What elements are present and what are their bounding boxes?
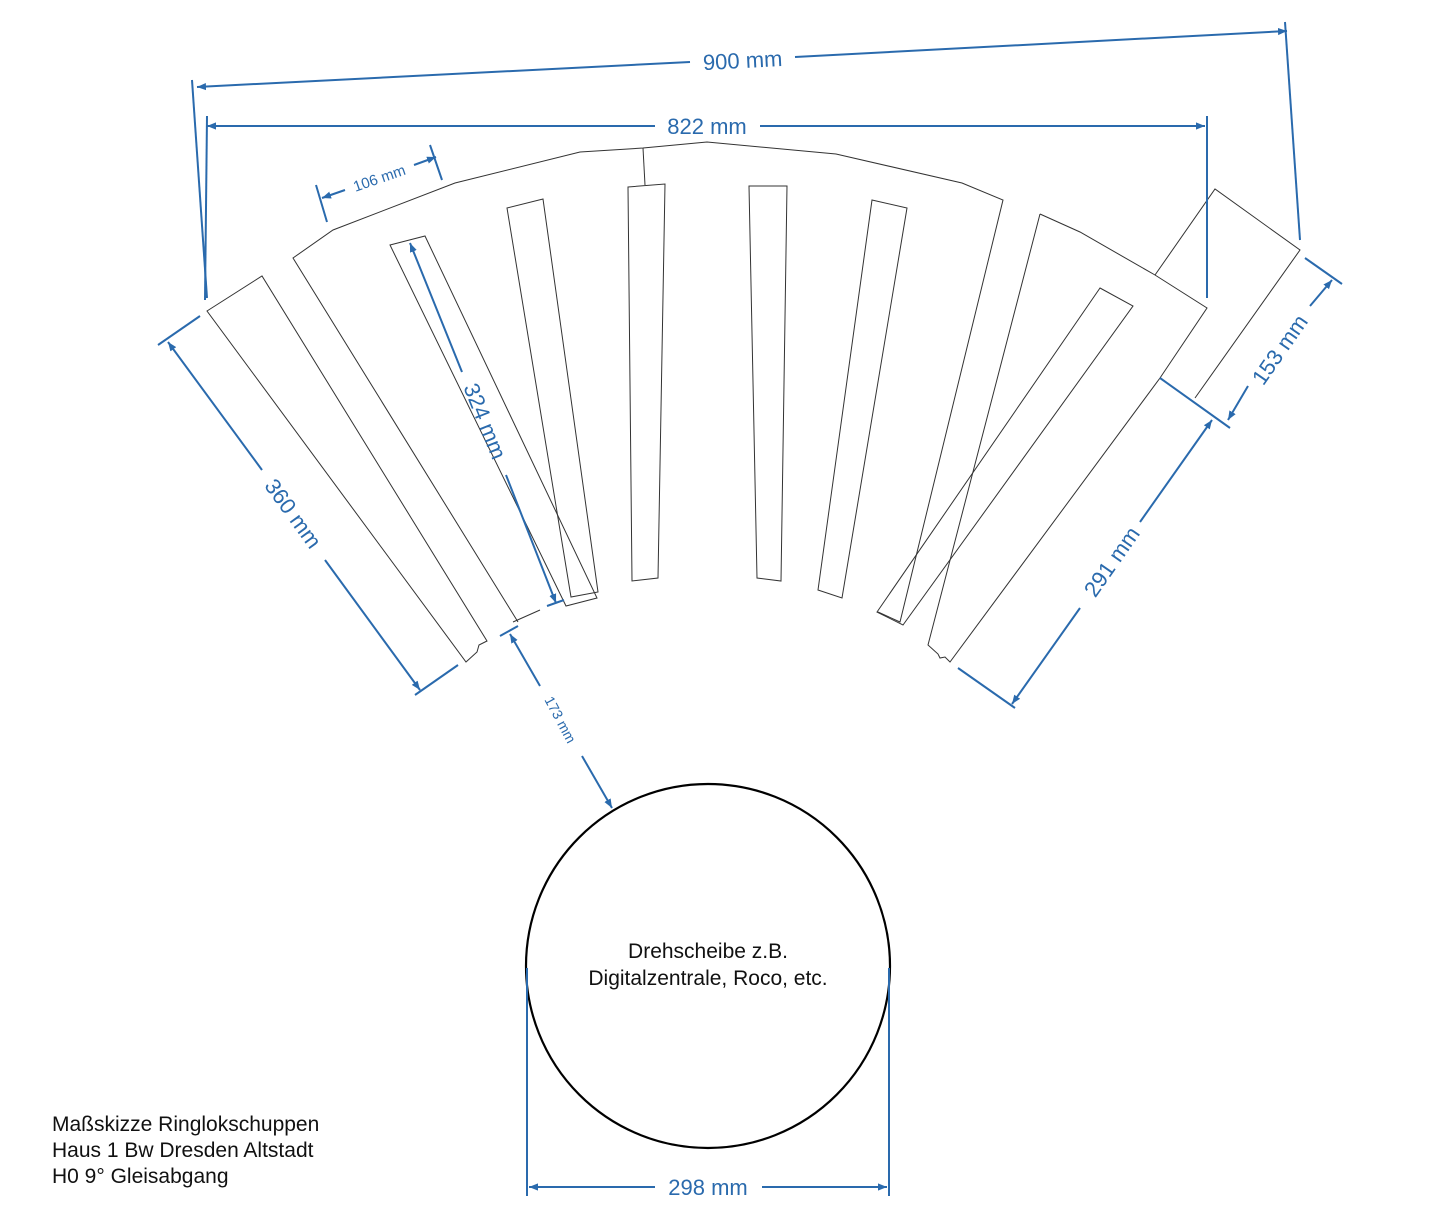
- dimension-822: 822 mm: [204, 114, 1208, 301]
- turntable-label-1: Drehscheibe z.B.: [628, 940, 788, 963]
- svg-text:173 mm: 173 mm: [541, 694, 579, 746]
- slot-4: [748, 185, 788, 582]
- caption-scale: H0 9° Gleisabgang: [52, 1165, 229, 1188]
- dimension-298: 298 mm: [526, 968, 890, 1200]
- dimension-106: 106 mm: [315, 144, 443, 223]
- right-strip: [1154, 188, 1301, 399]
- svg-text:900 mm: 900 mm: [702, 46, 783, 75]
- bottom-arc: [512, 609, 541, 623]
- svg-text:324 mm: 324 mm: [458, 380, 511, 463]
- svg-text:298 mm: 298 mm: [668, 1175, 747, 1200]
- turntable-label-2: Digitalzentrale, Roco, etc.: [588, 967, 827, 990]
- svg-text:153 mm: 153 mm: [1247, 310, 1313, 389]
- caption-title: Maßskizze Ringlokschuppen: [52, 1113, 320, 1136]
- slot-6: [876, 287, 1134, 626]
- dimension-324: 324 mm: [409, 242, 565, 607]
- dimension-153: 153 mm: [1227, 257, 1343, 421]
- caption-location: Haus 1 Bw Dresden Altstadt: [52, 1139, 314, 1162]
- center-divider: [642, 147, 646, 186]
- dimension-900: 900 mm: [191, 21, 1301, 299]
- slot-1: [389, 235, 598, 607]
- slot-2: [506, 198, 599, 598]
- left-strip: [206, 275, 488, 663]
- dimension-360: 360 mm: [157, 315, 459, 696]
- dimension-173: 173 mm: [499, 625, 613, 809]
- svg-text:106 mm: 106 mm: [351, 162, 408, 196]
- drawing-caption: Maßskizze Ringlokschuppen Haus 1 Bw Dres…: [52, 1112, 319, 1190]
- dimension-291: 291 mm: [957, 377, 1231, 709]
- svg-text:822 mm: 822 mm: [667, 114, 746, 139]
- turntable: Drehscheibe z.B. Digitalzentrale, Roco, …: [524, 782, 892, 1150]
- slot-5: [817, 199, 908, 599]
- svg-text:360 mm: 360 mm: [260, 474, 327, 553]
- fan-outline: [292, 141, 1004, 623]
- svg-text:291 mm: 291 mm: [1079, 522, 1145, 601]
- slot-3: [627, 183, 666, 582]
- building-outline: [206, 141, 1301, 663]
- right-wing: [927, 213, 1208, 663]
- turntable-circle: [524, 782, 892, 1150]
